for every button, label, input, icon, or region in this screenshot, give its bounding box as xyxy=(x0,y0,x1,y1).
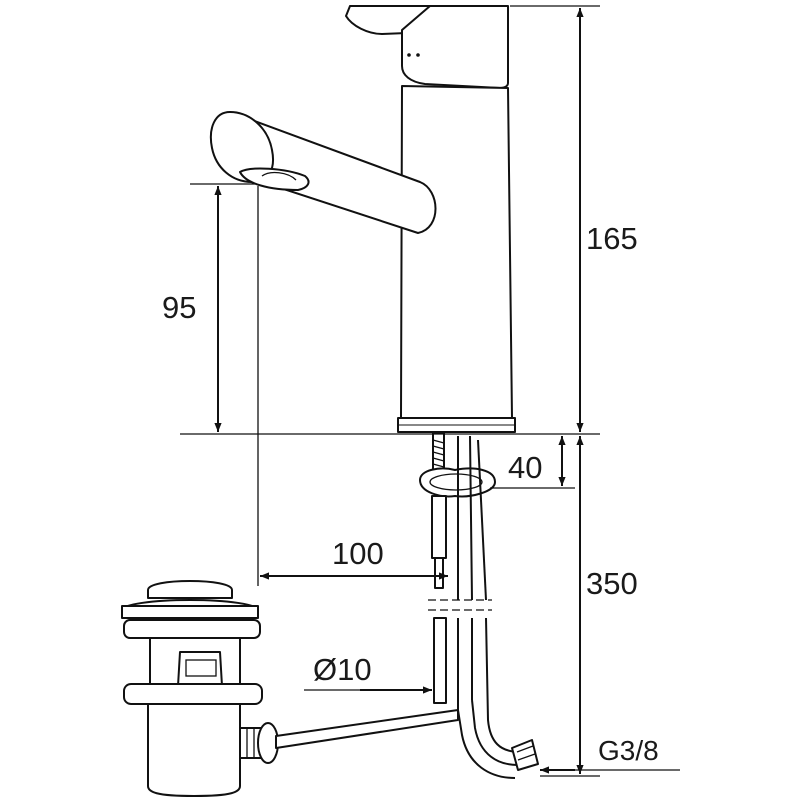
pop-up-waste xyxy=(121,580,459,797)
dim-label-95: 95 xyxy=(162,290,196,325)
dim-label-350: 350 xyxy=(586,566,638,601)
dim-label-40: 40 xyxy=(508,450,542,485)
dimension-lines xyxy=(180,5,680,777)
dim-label-165: 165 xyxy=(586,221,638,256)
dim-label-diameter-10: Ø10 xyxy=(313,652,372,687)
dim-label-g3-8: G3/8 xyxy=(598,735,659,766)
faucet-body xyxy=(345,5,516,433)
spout xyxy=(210,111,437,234)
dim-label-100: 100 xyxy=(332,536,384,571)
